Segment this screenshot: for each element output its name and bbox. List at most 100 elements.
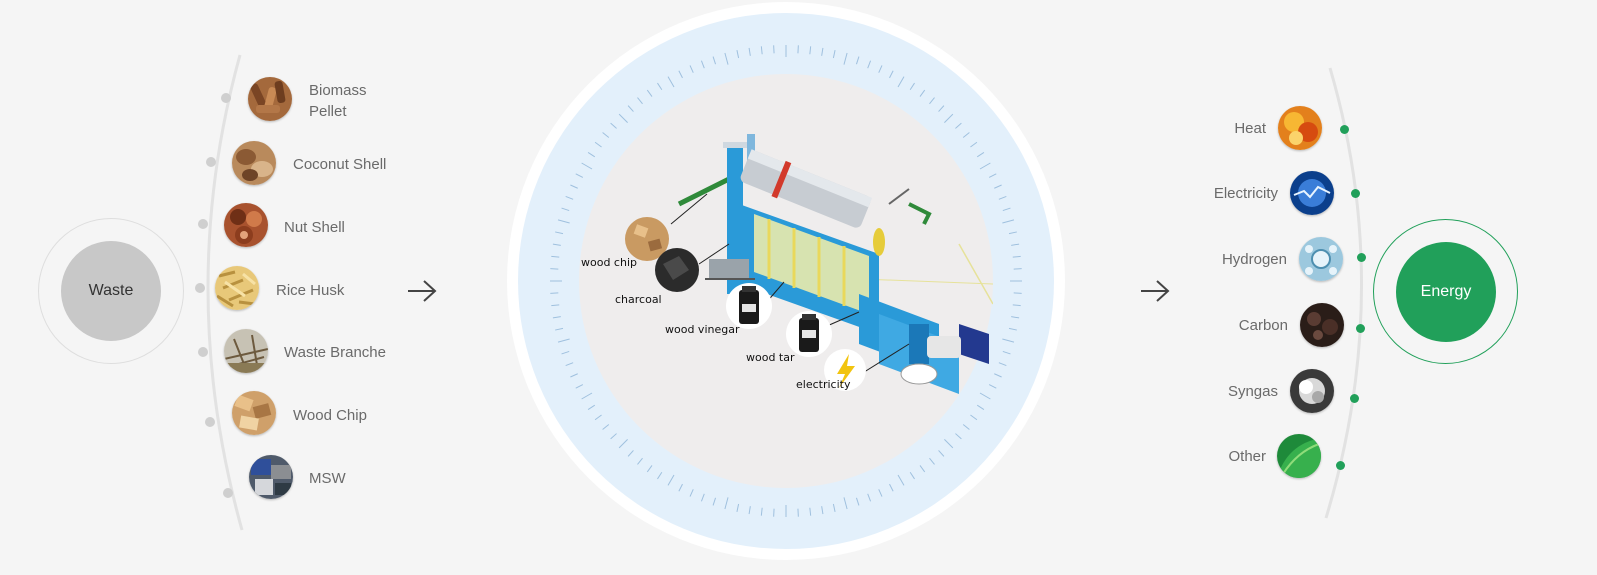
tick-mark <box>944 439 954 449</box>
tick-mark <box>667 76 675 88</box>
tick-mark <box>962 132 970 138</box>
tick-mark <box>909 82 915 91</box>
tick-mark <box>919 89 926 97</box>
tick-mark <box>988 384 997 389</box>
tick-mark <box>555 231 564 235</box>
tick-mark <box>998 195 1007 200</box>
tick-mark <box>561 207 570 212</box>
electricity-thumb[interactable] <box>1290 171 1334 215</box>
energy-dot <box>1336 461 1345 470</box>
wood-chip-thumb[interactable] <box>232 391 276 435</box>
tick-mark <box>832 503 836 512</box>
tick-mark <box>843 497 848 510</box>
tick-mark <box>979 392 991 400</box>
tick-mark <box>1002 350 1011 355</box>
tick-mark <box>610 433 617 440</box>
tick-mark <box>970 414 978 421</box>
heat-thumb[interactable] <box>1278 106 1322 150</box>
waste-hub-ring <box>38 218 184 364</box>
tick-mark <box>689 489 694 497</box>
tick-mark <box>955 122 962 129</box>
rice-husk-thumb[interactable] <box>215 266 259 310</box>
tick-mark <box>897 76 905 88</box>
energy-dot <box>1356 324 1365 333</box>
waste-dot <box>198 219 208 229</box>
tick-mark <box>678 483 683 492</box>
tick-mark <box>867 60 872 69</box>
waste-item-label: MSW <box>309 470 346 487</box>
tick-mark <box>618 113 628 123</box>
tick-mark <box>602 424 610 430</box>
tick-mark <box>821 506 824 515</box>
tick-mark <box>889 70 894 79</box>
tick-mark <box>909 471 915 480</box>
tick-mark <box>878 489 883 497</box>
tick-mark <box>994 184 1002 189</box>
waste-dot <box>221 93 231 103</box>
wood-vinegar-product-icon <box>726 283 772 329</box>
hydrogen-thumb[interactable] <box>1299 237 1343 281</box>
waste-hub[interactable]: Waste <box>61 241 161 341</box>
waste-hub-label: Waste <box>88 282 134 299</box>
tick-mark <box>557 338 570 343</box>
nut-shell-thumb[interactable] <box>224 203 268 247</box>
tick-mark <box>667 474 675 486</box>
tick-mark <box>724 497 729 510</box>
tick-mark <box>1002 207 1011 212</box>
coconut-shell-thumb[interactable] <box>232 141 276 185</box>
tick-mark <box>587 152 596 158</box>
syngas-thumb[interactable] <box>1290 369 1334 413</box>
tick-mark <box>976 404 985 410</box>
tick-mark <box>587 404 596 410</box>
energy-dot <box>1357 253 1366 262</box>
waste-item-label: Waste Branche <box>284 344 386 361</box>
tick-mark <box>689 65 694 73</box>
tick-mark <box>988 173 997 178</box>
tick-mark <box>700 60 705 69</box>
other-thumb[interactable] <box>1277 434 1321 478</box>
tick-mark <box>809 46 812 55</box>
waste-dot <box>198 347 208 357</box>
tick-mark <box>821 47 824 56</box>
tick-mark <box>627 450 634 457</box>
energy-hub[interactable]: Energy <box>1396 242 1496 342</box>
tick-mark <box>594 414 602 421</box>
tick-mark <box>555 327 564 331</box>
product-label-wood-tar: wood tar <box>746 351 795 364</box>
tick-mark <box>944 113 954 123</box>
tick-mark <box>575 173 584 178</box>
tick-mark <box>657 82 663 91</box>
energy-hub-label: Energy <box>1420 283 1472 300</box>
tick-mark <box>962 424 970 430</box>
waste-item-label: Nut Shell <box>284 219 345 236</box>
waste-branche-thumb[interactable] <box>224 329 268 373</box>
tick-mark <box>1002 219 1015 224</box>
tick-mark <box>1002 338 1015 343</box>
tick-mark <box>748 506 751 515</box>
tick-mark <box>867 493 872 502</box>
tick-mark <box>610 122 617 129</box>
energy-dot <box>1350 394 1359 403</box>
tick-mark <box>561 350 570 355</box>
carbon-thumb[interactable] <box>1300 303 1344 347</box>
tick-mark <box>575 384 584 389</box>
tick-mark <box>570 373 578 378</box>
waste-dot <box>206 157 216 167</box>
tick-mark <box>581 392 593 400</box>
energy-item-label: Hydrogen <box>1221 251 1287 268</box>
msw-thumb[interactable] <box>249 455 293 499</box>
tick-mark <box>878 65 883 73</box>
tick-mark <box>712 56 717 65</box>
charcoal-product-icon <box>655 248 699 292</box>
tick-mark <box>618 439 628 449</box>
tick-mark <box>557 219 570 224</box>
tick-mark <box>938 450 945 457</box>
biomass-pellet-thumb[interactable] <box>248 77 292 121</box>
energy-dot <box>1351 189 1360 198</box>
tick-mark <box>736 50 740 59</box>
energy-item-label: Heat <box>1234 120 1266 137</box>
tick-mark <box>552 243 561 246</box>
tick-mark <box>551 255 560 258</box>
waste-dot <box>205 417 215 427</box>
tick-mark <box>889 483 894 492</box>
